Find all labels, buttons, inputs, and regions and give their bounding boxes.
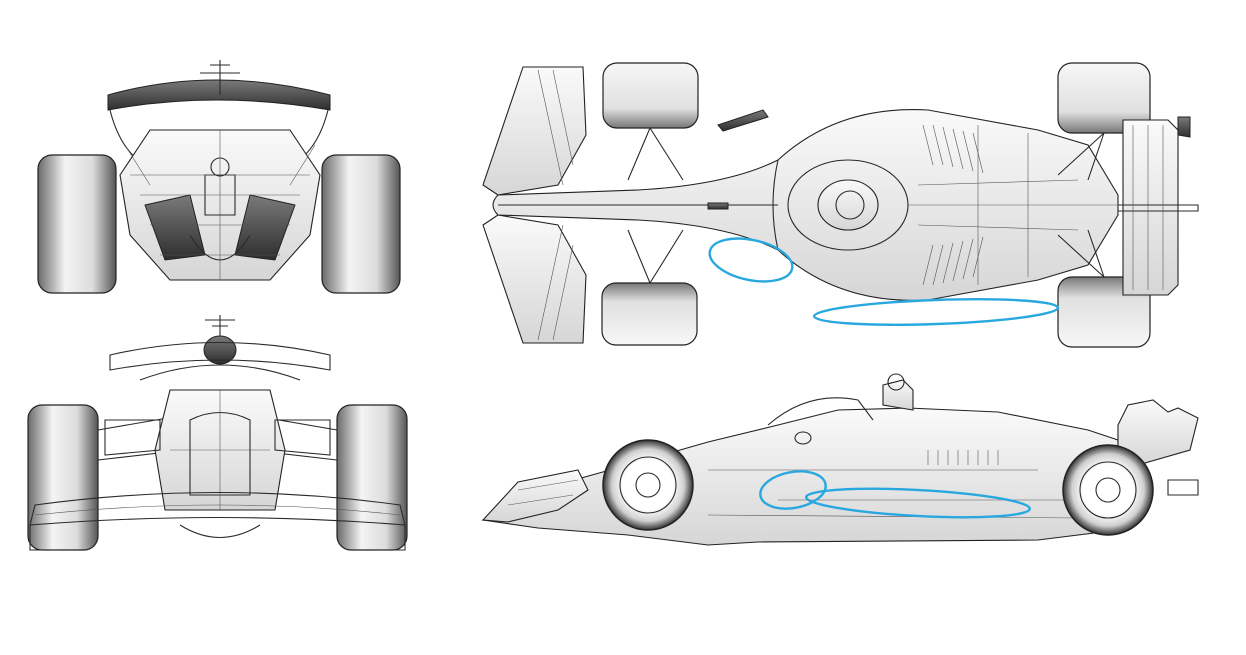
top-view-highlight-front bbox=[708, 237, 794, 283]
front-view-drawing bbox=[20, 310, 415, 555]
rear-view-drawing bbox=[30, 55, 415, 300]
top-view-drawing bbox=[478, 55, 1208, 355]
top-view-highlight-floor bbox=[812, 298, 1060, 326]
side-view-highlight-floor bbox=[804, 487, 1032, 519]
side-view-highlight-sidepod bbox=[759, 470, 827, 510]
side-view-drawing bbox=[478, 370, 1208, 560]
